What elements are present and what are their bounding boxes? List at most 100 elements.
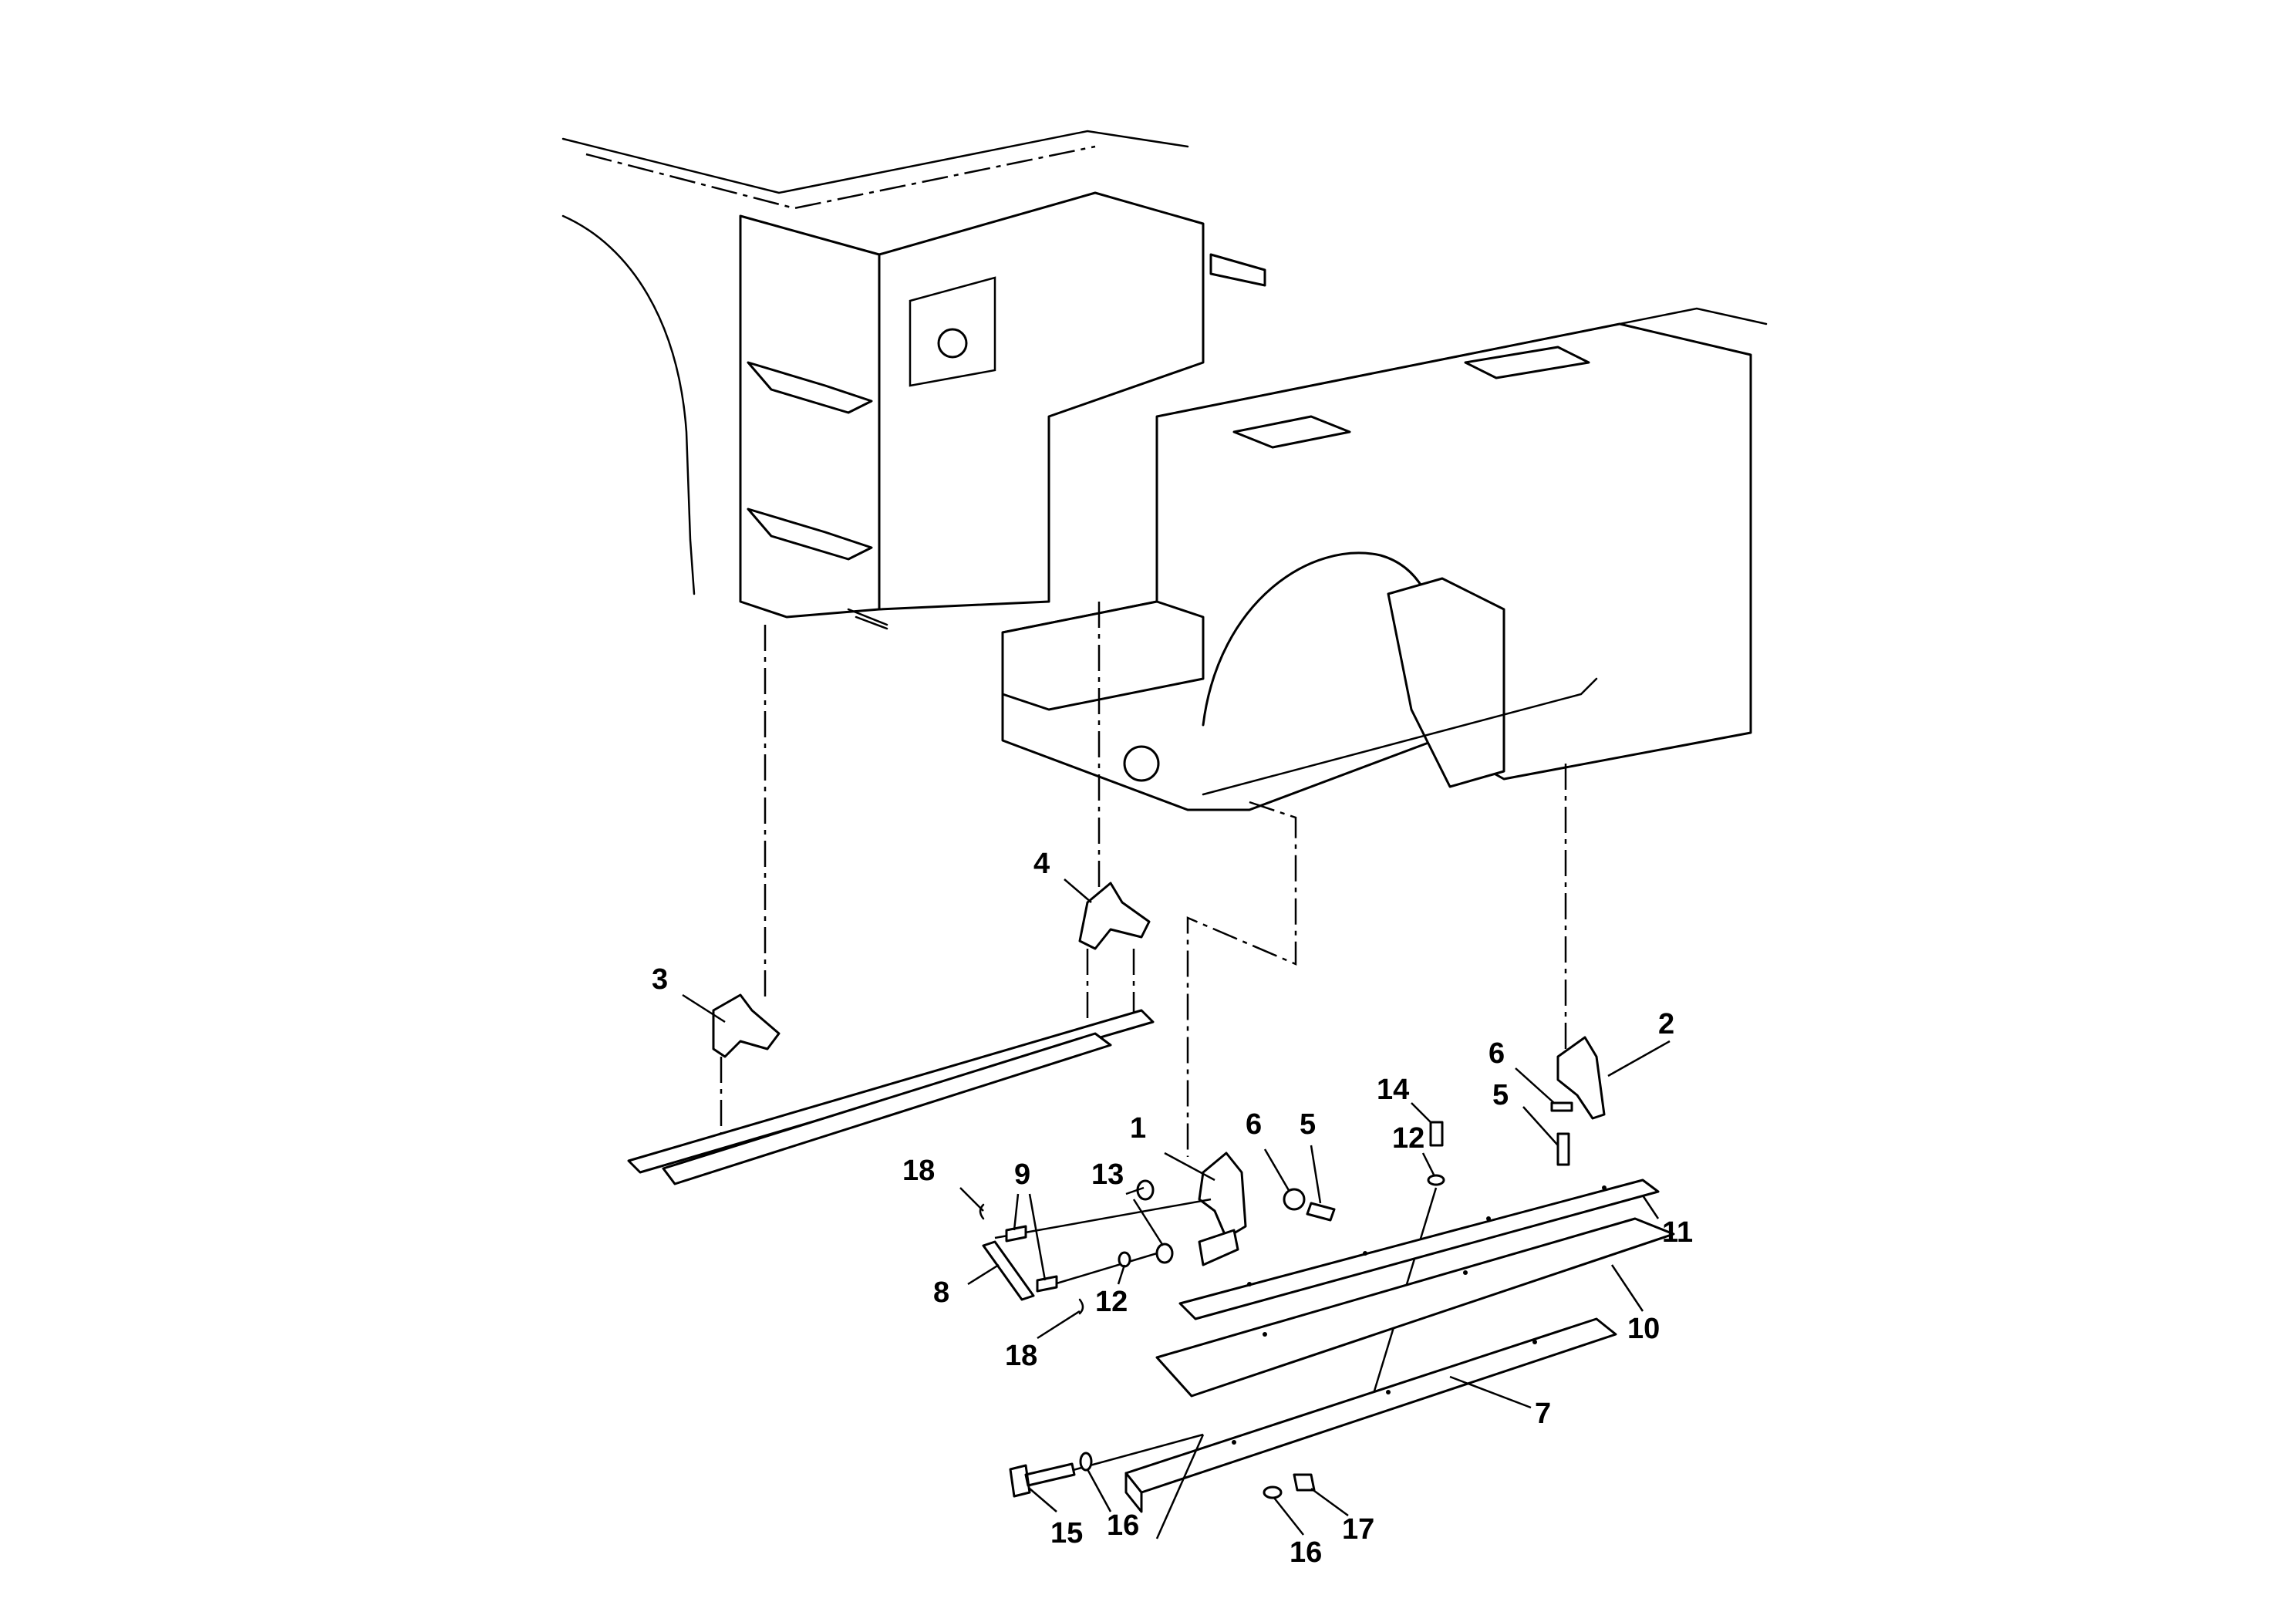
part-7-angle-face <box>1124 1472 1143 1513</box>
fender-curve <box>561 214 696 595</box>
part-6-washer-left <box>1283 1188 1306 1211</box>
callout-17: 17 <box>1342 1513 1374 1546</box>
part-18-clip-lower <box>1078 1298 1084 1315</box>
part-15-bolt <box>1009 1462 1076 1498</box>
callout-15: 15 <box>1050 1517 1083 1549</box>
center-housing <box>878 191 1205 611</box>
leader-12a <box>1117 1264 1126 1285</box>
callout-6a: 6 <box>1246 1108 1262 1141</box>
part-1-tab <box>1198 1229 1239 1266</box>
bolt-17-axis <box>1155 1434 1205 1539</box>
leader-10 <box>1610 1264 1644 1312</box>
plate-hole <box>1263 1332 1267 1337</box>
part-9-pin-lower <box>1036 1275 1058 1293</box>
leader-8 <box>967 1263 1000 1286</box>
leader-15 <box>1029 1488 1057 1512</box>
leader-18a <box>959 1187 984 1212</box>
part-10-plate <box>1155 1217 1675 1398</box>
callout-10: 10 <box>1627 1313 1660 1345</box>
part-12-washer-left <box>1118 1251 1131 1268</box>
strip-hole <box>1247 1282 1252 1286</box>
step-bracket <box>847 608 888 630</box>
part-17-nut <box>1293 1473 1316 1492</box>
leader-2 <box>1607 1040 1671 1077</box>
callout-5b: 5 <box>1492 1079 1509 1111</box>
strip-hole <box>1486 1216 1491 1221</box>
leader-7 <box>1449 1375 1532 1409</box>
part-18-clip-upper <box>979 1203 985 1220</box>
callout-18a: 18 <box>902 1155 935 1187</box>
callout-16a: 16 <box>1107 1509 1139 1542</box>
part-11-strip <box>1178 1179 1660 1320</box>
fuel-cap <box>937 328 968 359</box>
part-12-washer-right <box>1427 1174 1445 1186</box>
frame-hole <box>1123 745 1160 782</box>
callout-6b: 6 <box>1489 1037 1505 1070</box>
frame-plate-1 <box>1232 415 1351 449</box>
line-part-4-rod <box>1086 949 1135 1018</box>
callout-18b: 18 <box>1005 1340 1037 1372</box>
callout-11: 11 <box>1662 1216 1693 1249</box>
leader-4 <box>1064 878 1092 903</box>
leader-18b <box>1037 1310 1081 1340</box>
callout-2: 2 <box>1658 1008 1674 1040</box>
part-5-bolt-right <box>1556 1132 1570 1166</box>
leader-6b <box>1515 1067 1555 1104</box>
angle-hole <box>1532 1340 1537 1344</box>
upper-right-step <box>1209 253 1266 287</box>
leader-9 <box>1013 1193 1047 1281</box>
callout-14: 14 <box>1377 1074 1409 1106</box>
location-lines <box>720 602 1567 1157</box>
leader-16b <box>1273 1497 1304 1536</box>
upper-step <box>747 361 873 414</box>
frame-top-rail <box>1232 307 1768 403</box>
strip-hole <box>1602 1185 1607 1190</box>
part-13-washer-lower <box>1155 1243 1174 1264</box>
exploded-parts <box>627 882 1675 1539</box>
part-14-bolt <box>1429 1121 1444 1147</box>
angle-hole <box>1232 1440 1236 1445</box>
leader-5b <box>1522 1106 1559 1146</box>
leader-17 <box>1310 1487 1349 1517</box>
part-16-washer-right <box>1263 1485 1283 1499</box>
leader-3 <box>682 993 726 1023</box>
callout-16b: 16 <box>1290 1536 1322 1569</box>
lower-step <box>747 508 873 561</box>
part-1-bracket <box>1198 1152 1247 1239</box>
callout-8: 8 <box>933 1276 949 1309</box>
linkage-rod <box>627 1009 1155 1174</box>
callout-12a: 12 <box>1095 1286 1128 1318</box>
frame-plate-2 <box>1464 346 1590 379</box>
angle-hole <box>1386 1390 1391 1394</box>
pin-axis-upper <box>994 1198 1212 1239</box>
part-4-bracket <box>1078 882 1151 950</box>
plate-hole <box>1463 1270 1468 1275</box>
cab-top-dash <box>585 145 1096 210</box>
part-9-pin-upper <box>1005 1225 1027 1243</box>
leader-5a <box>1310 1145 1322 1204</box>
part-6-washer-right <box>1550 1101 1573 1112</box>
cab-top-edge <box>561 130 1189 194</box>
pin-axis-lower <box>1040 1252 1158 1290</box>
housing-panel <box>909 276 996 387</box>
machine-chassis <box>561 130 1768 811</box>
leader-14 <box>1411 1102 1431 1123</box>
strip-hole <box>1363 1251 1367 1256</box>
callout-7: 7 <box>1535 1398 1551 1430</box>
part-16-washer-left <box>1079 1452 1093 1472</box>
line-to-part-1 <box>1186 801 1297 1157</box>
leader-6a <box>1263 1148 1291 1192</box>
leader-16a <box>1086 1469 1112 1512</box>
callout-3: 3 <box>652 963 668 996</box>
leader-13 <box>1125 1186 1165 1246</box>
frame-lower-edge <box>1202 677 1598 796</box>
leader-12b <box>1421 1152 1436 1177</box>
frame-mount-bracket <box>1387 577 1505 788</box>
linkage-tube <box>662 1032 1112 1185</box>
part-5-bolt-left <box>1306 1202 1336 1222</box>
callout-13: 13 <box>1091 1158 1124 1191</box>
step-box-left <box>739 214 881 619</box>
callout-5a: 5 <box>1300 1108 1316 1141</box>
callout-1: 1 <box>1130 1112 1146 1145</box>
